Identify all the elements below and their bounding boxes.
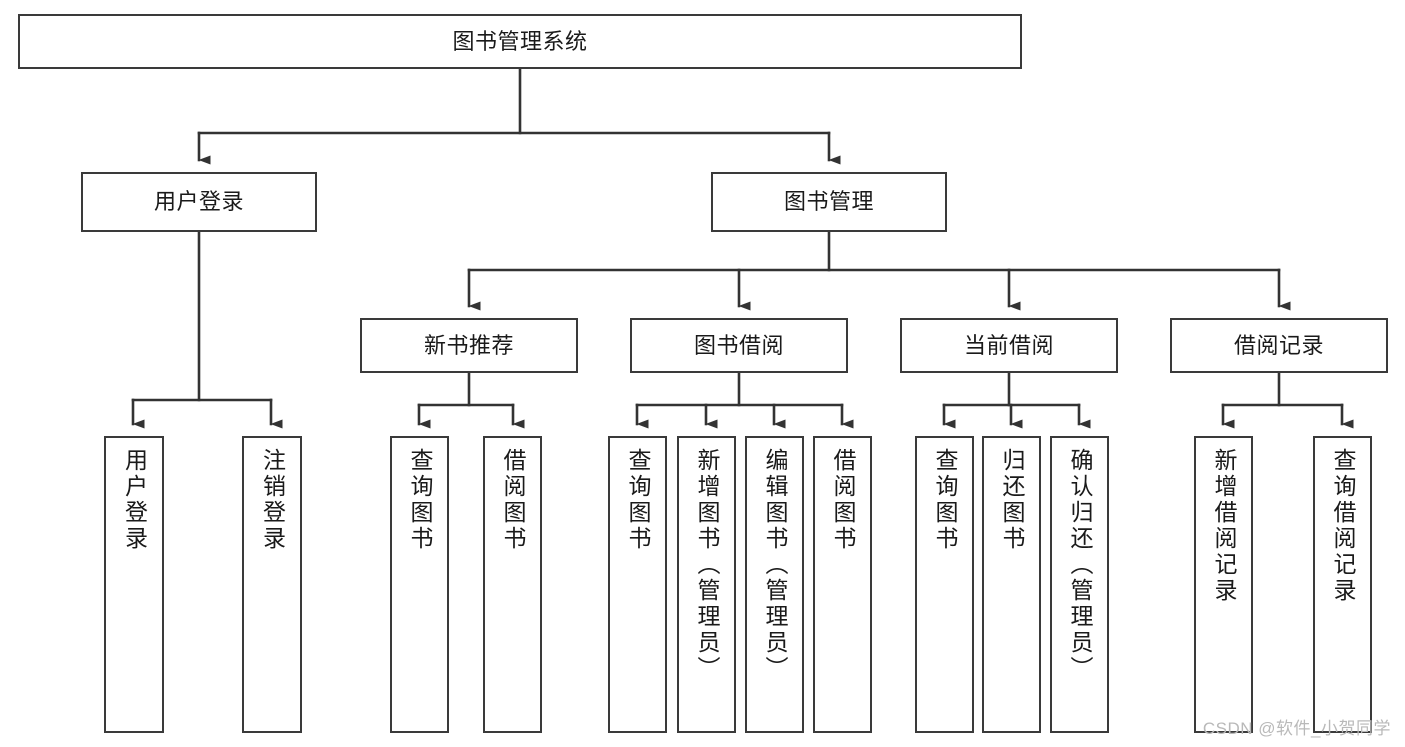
node-leaf-query-book-1[interactable]: 查询图书 <box>390 436 449 733</box>
node-book-management-label: 图书管理 <box>783 189 874 215</box>
node-root[interactable]: 图书管理系统 <box>18 14 1022 69</box>
node-leaf-logout-label: 注销登录 <box>259 448 286 552</box>
node-leaf-logout[interactable]: 注销登录 <box>242 436 302 733</box>
node-user-login[interactable]: 用户登录 <box>81 172 317 232</box>
node-leaf-edit-book-label: 编辑图书（管理员） <box>762 448 788 682</box>
node-leaf-confirm-return-label: 确认归还（管理员） <box>1067 448 1093 682</box>
node-borrow-records[interactable]: 借阅记录 <box>1170 318 1388 373</box>
node-leaf-borrow-book-1[interactable]: 借阅图书 <box>483 436 542 733</box>
node-leaf-query-book-2-label: 查询图书 <box>625 448 651 552</box>
node-leaf-add-book-label: 新增图书（管理员） <box>694 448 720 682</box>
node-new-book-recommend[interactable]: 新书推荐 <box>360 318 578 373</box>
node-leaf-borrow-book-2[interactable]: 借阅图书 <box>813 436 872 733</box>
node-leaf-confirm-return[interactable]: 确认归还（管理员） <box>1050 436 1109 733</box>
node-borrow-records-label: 借阅记录 <box>1233 332 1324 358</box>
node-leaf-user-login-label: 用户登录 <box>121 448 148 552</box>
node-leaf-query-record[interactable]: 查询借阅记录 <box>1313 436 1372 733</box>
node-leaf-query-book-3[interactable]: 查询图书 <box>915 436 974 733</box>
node-root-label: 图书管理系统 <box>452 28 588 54</box>
node-leaf-return-book[interactable]: 归还图书 <box>982 436 1041 733</box>
node-current-borrow[interactable]: 当前借阅 <box>900 318 1118 373</box>
node-current-borrow-label: 当前借阅 <box>963 332 1054 358</box>
node-leaf-query-book-1-label: 查询图书 <box>407 448 433 552</box>
node-leaf-borrow-book-2-label: 借阅图书 <box>830 448 856 552</box>
node-user-login-label: 用户登录 <box>153 189 244 215</box>
watermark: CSDN @软件_小贺同学 <box>1202 719 1391 738</box>
node-leaf-return-book-label: 归还图书 <box>999 448 1025 552</box>
node-leaf-query-book-2[interactable]: 查询图书 <box>608 436 667 733</box>
node-new-book-recommend-label: 新书推荐 <box>423 332 514 358</box>
node-leaf-add-book[interactable]: 新增图书（管理员） <box>677 436 736 733</box>
node-book-management[interactable]: 图书管理 <box>711 172 947 232</box>
node-leaf-query-book-3-label: 查询图书 <box>932 448 958 552</box>
node-leaf-borrow-book-1-label: 借阅图书 <box>500 448 526 552</box>
node-book-borrow[interactable]: 图书借阅 <box>630 318 848 373</box>
node-leaf-user-login[interactable]: 用户登录 <box>104 436 164 733</box>
node-leaf-add-record-label: 新增借阅记录 <box>1211 448 1237 604</box>
node-leaf-edit-book[interactable]: 编辑图书（管理员） <box>745 436 804 733</box>
node-leaf-query-record-label: 查询借阅记录 <box>1330 448 1356 604</box>
node-book-borrow-label: 图书借阅 <box>693 332 784 358</box>
node-leaf-add-record[interactable]: 新增借阅记录 <box>1194 436 1253 733</box>
